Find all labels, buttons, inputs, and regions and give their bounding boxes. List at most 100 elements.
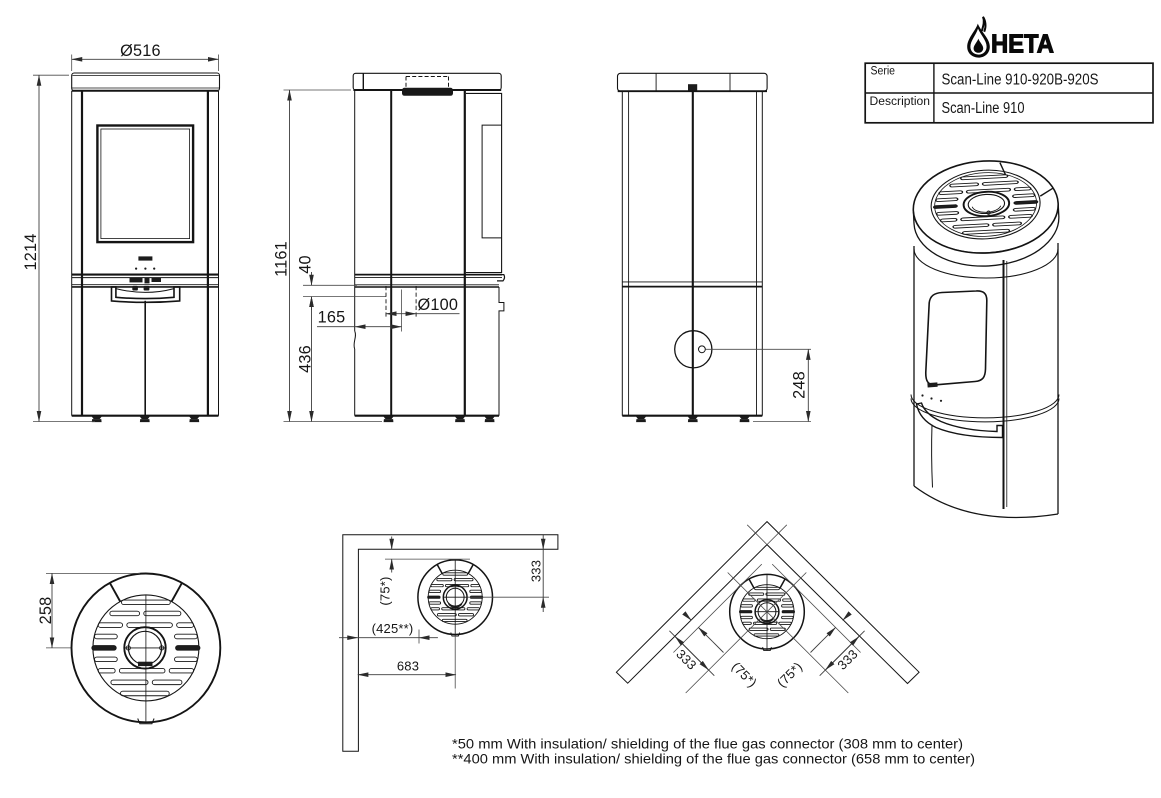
flame-icon [967,23,990,58]
dimension-line [821,627,836,642]
title-block: Serie Scan-Line 910-920B-920S Descriptio… [864,62,1154,124]
detail-mark [143,285,150,291]
perspective-view [910,160,1060,519]
drawing-line [137,718,155,725]
corner-placement-view: 333 333 (75*) (75*) [615,520,920,694]
detail-mark [129,277,143,283]
drawing-line [115,288,175,293]
stove-foot [454,416,466,423]
drawing-line [915,402,1004,439]
drawing-line [481,124,502,239]
drawing-line [70,572,222,724]
detail-mark [939,399,943,402]
drawing-line [125,645,131,651]
drawing-line [999,162,1007,176]
detail-mark [153,267,156,270]
extension-line [771,563,861,653]
dim-wall-side-to-center: 333 [529,560,544,582]
drawing-line [914,211,1058,254]
dim-wall-front-to-center: 683 [397,658,419,673]
drawing-line [498,287,505,416]
detail-mark [138,256,153,261]
brand-logo: HETA [967,16,1055,59]
extension-line [673,563,763,653]
extension-line [727,572,849,694]
footnote-line2: **400 mm With insulation/ shielding of t… [452,750,975,766]
detail-mark [688,84,698,91]
drawing-line [924,290,988,386]
drawing-line [170,582,183,602]
dim-corner-right-gap: (75*) [774,659,805,690]
top-view: 258 [37,572,222,725]
drawing-line [930,169,1041,240]
detail-mark [144,277,150,284]
footnotes: *50 mm With insulation/ shielding of the… [452,736,975,767]
drawing-line [352,72,502,91]
dim-side-height: 1161 [273,241,291,277]
drawing-line [1039,187,1054,197]
dimension-line [842,611,852,621]
extension-line [746,524,768,545]
stove-foot [687,416,699,423]
dimension-line [712,641,724,653]
stove-foot [383,416,394,423]
detail-mark [930,397,933,400]
drawing-line [353,330,356,350]
stove-foot [739,416,750,423]
drawing-line [986,210,991,215]
dim-flue-diameter: Ø100 [417,296,458,314]
wall-placement-view: (75*) 333 (425**) 683 [339,534,559,752]
drawing-line [100,128,190,239]
front-door-handle [110,286,181,304]
dim-wall-rear-gap-insulated: (425**) [372,621,414,636]
drawing-line [910,398,1060,423]
detail-mark [138,661,153,667]
stove-foot [635,416,647,423]
side-view: 1161 40 436 Ø100 165 [273,72,506,423]
drawing-line [466,92,503,274]
drawing-line [913,248,1059,279]
drawing-line [342,534,559,752]
drawing-line [496,274,506,282]
drawing-line [971,205,1002,213]
dim-flue-offset-top: 40 [297,255,315,274]
drawing-line [698,345,706,354]
drawing-line [159,645,165,651]
title-block-description-label: Description [870,94,931,108]
dimension-line [698,627,713,642]
title-block-description-value: Scan-Line 910 [942,100,1025,117]
detail-mark [927,382,938,388]
dimension-line [682,611,692,621]
extension-line [766,524,788,545]
dim-corner-left-gap: (75*) [729,659,760,690]
dim-flue-offset-rear: 165 [318,308,346,326]
footnote-line1: *50 mm With insulation/ shielding of the… [452,736,963,752]
detail-mark [135,267,138,270]
front-door-glass [96,124,195,244]
dim-flue-height-rear: 436 [297,345,315,373]
front-view: Ø516 1214 [22,42,221,423]
dimension-line [674,636,709,671]
brand-logo-text: HETA [991,29,1054,59]
drawing-line [912,204,1060,267]
detail-mark [151,277,161,282]
title-block-serie-value: Scan-Line 910-920B-920S [942,72,1099,89]
dim-wall-rear-gap: (75*) [378,576,393,605]
dim-back-outlet-height: 248 [791,371,809,399]
stove-foot [484,416,495,423]
dimension-line [825,636,860,671]
drawing-line [912,160,1059,254]
drawing-line [910,394,1060,419]
drawing-line [962,190,1011,218]
dim-front-width: Ø516 [120,42,161,60]
detail-mark [402,87,453,96]
flame-icon-inner [973,38,984,53]
detail-mark [144,267,147,270]
detail-mark [132,285,138,291]
dimension-line [810,641,822,653]
stove-foot [189,416,200,423]
drawing-line [967,193,1006,215]
title-block-serie-label: Serie [871,64,896,78]
